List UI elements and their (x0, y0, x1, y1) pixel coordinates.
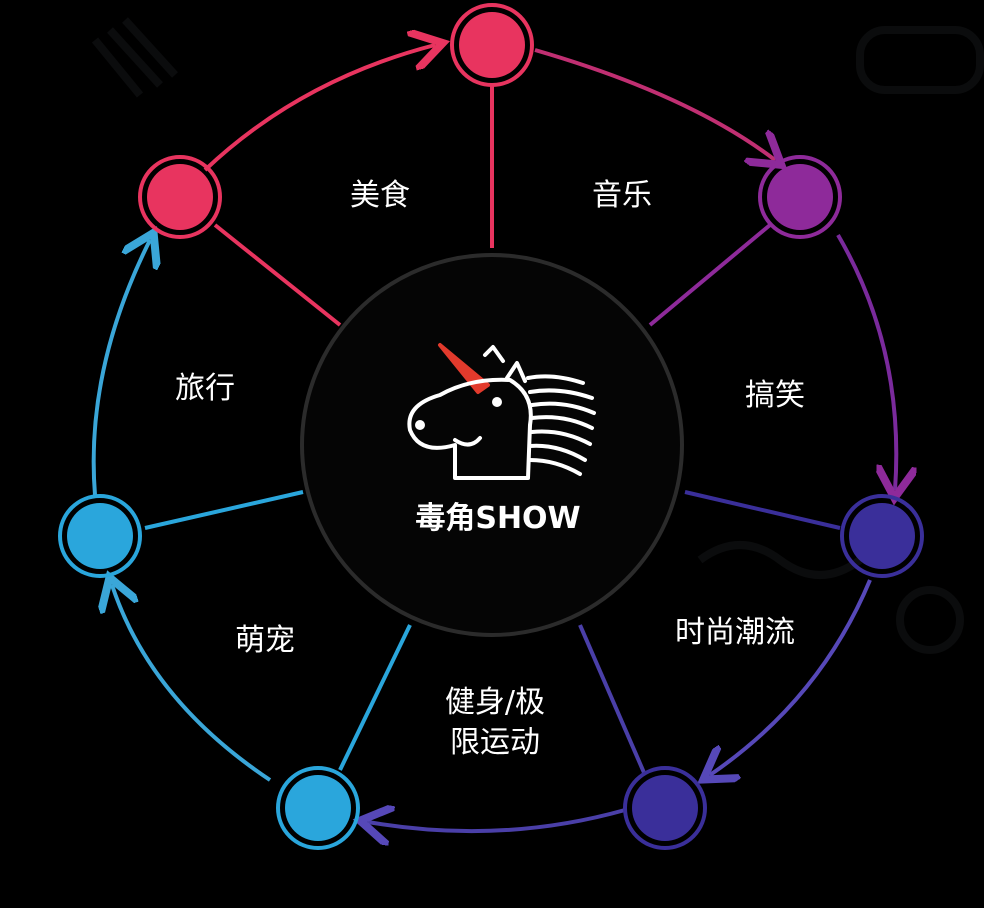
node-ring (840, 494, 924, 578)
arc-right-to-lower-right (710, 579, 872, 775)
node-fill (285, 775, 351, 841)
spoke-left (144, 490, 304, 530)
node-ring (276, 766, 360, 850)
segment-label: 音乐 (592, 178, 652, 213)
node-top (450, 3, 534, 87)
segment-label-line: 限运动 (450, 725, 540, 760)
node-right (840, 494, 924, 578)
node-ring (450, 3, 534, 87)
node-fill (67, 503, 133, 569)
arc-lower-right-to-lower-left (368, 810, 626, 831)
node-upper-left (138, 155, 222, 239)
segment-label: 搞笑 (745, 378, 805, 413)
logo-text: 毒角SHOW (415, 501, 580, 536)
segment-label: 美食 (350, 178, 410, 213)
arc-lower-left-to-left (112, 585, 272, 782)
node-left (58, 494, 142, 578)
node-ring (623, 766, 707, 850)
segment-label-line: 搞笑 (745, 378, 805, 413)
spoke-upper-left (213, 223, 342, 327)
center-hub: 毒角SHOW (300, 253, 684, 637)
outer-ring-arrows (91, 45, 897, 831)
segment-label-line: 旅行 (175, 371, 235, 406)
segment-label-line: 健身/极 (445, 685, 545, 720)
node-upper-right (758, 155, 842, 239)
spoke-right (684, 490, 841, 530)
node-ring (138, 155, 222, 239)
unicorn-logo (407, 343, 596, 480)
arc-upper-left-to-top (203, 45, 435, 172)
node-ring (758, 155, 842, 239)
node-fill (147, 164, 213, 230)
node-fill (849, 503, 915, 569)
node-lower-right (623, 766, 707, 850)
segment-label: 旅行 (175, 371, 235, 406)
arc-left-to-upper-left (91, 240, 150, 496)
segment-label-line: 萌宠 (235, 623, 295, 658)
spoke-lower-left (338, 624, 412, 771)
background-doodles (91, 17, 984, 654)
arc-top-to-upper-right (534, 48, 775, 160)
segment-label: 健身/极限运动 (445, 685, 545, 760)
spokes (144, 85, 841, 776)
segment-label-line: 美食 (350, 178, 410, 213)
node-lower-left (276, 766, 360, 850)
node-fill (459, 12, 525, 78)
node-fill (767, 164, 833, 230)
segment-label-line: 音乐 (592, 178, 652, 213)
node-fill (632, 775, 698, 841)
nodes (58, 3, 924, 850)
spoke-upper-right (648, 223, 772, 327)
arc-upper-right-to-right (836, 233, 896, 490)
spoke-lower-right (578, 624, 647, 776)
segment-label-line: 时尚潮流 (675, 615, 795, 650)
node-ring (58, 494, 142, 578)
segment-label: 萌宠 (235, 623, 295, 658)
segment-label: 时尚潮流 (675, 615, 795, 650)
